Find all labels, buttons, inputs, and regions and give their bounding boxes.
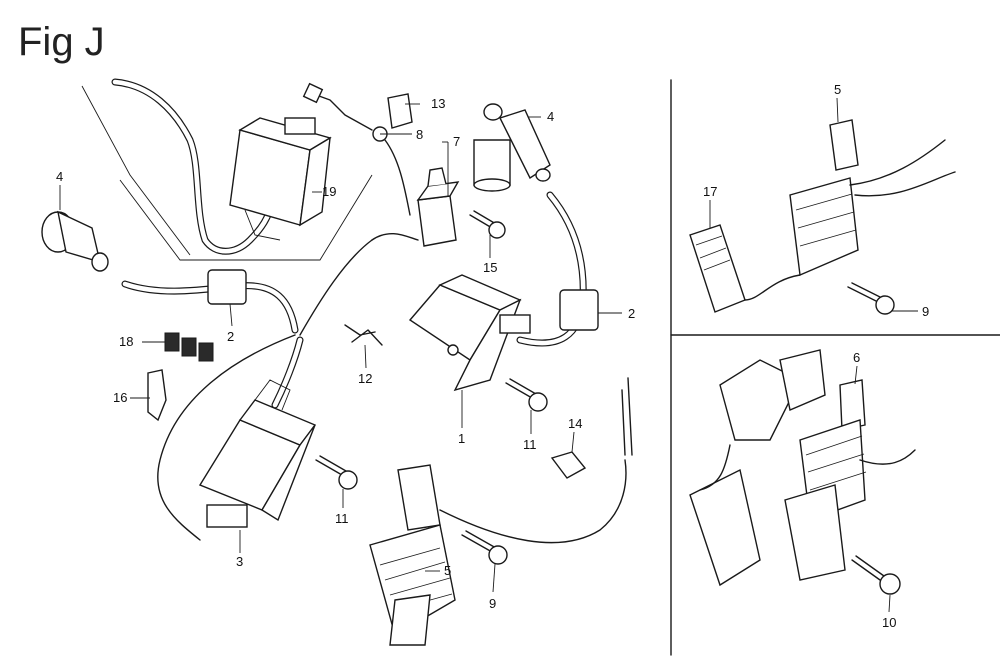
callout-15: 15 (483, 260, 497, 275)
callout-11-lower: 11 (335, 511, 349, 526)
wire-harness (111, 78, 633, 544)
callout-2-left: 2 (227, 329, 234, 344)
callout-3: 3 (236, 554, 243, 569)
ignition-coil-lower (198, 379, 317, 528)
callout-6: 6 (853, 350, 860, 365)
callout-9-inset: 9 (922, 304, 929, 319)
callout-labels: 13 8 7 4 19 4 15 2 2 18 12 16 1 11 14 11… (56, 82, 929, 630)
spark-plug-cap-left (41, 210, 109, 272)
clip-12 (344, 324, 383, 346)
igniter-1 (408, 274, 531, 392)
callout-5-main: 5 (444, 563, 451, 578)
bolt-11-upper (505, 378, 548, 412)
callout-4-top: 4 (547, 109, 554, 124)
clamp-18 (164, 332, 214, 362)
grommet-right (559, 289, 599, 331)
spark-plug-cap-top (473, 103, 551, 192)
callout-7: 7 (453, 134, 460, 149)
inset-exciter-17 (689, 224, 746, 313)
inset-bolt-10 (851, 555, 901, 595)
callout-2-right: 2 (628, 306, 635, 321)
clip-16 (147, 369, 167, 422)
ignition-coil-upper (229, 117, 332, 241)
noise-suppressor-7 (416, 167, 460, 247)
inset-bolt-9 (847, 282, 895, 315)
callout-9-main: 9 (489, 596, 496, 611)
callout-4-left: 4 (56, 169, 63, 184)
terminal-13 (387, 93, 413, 129)
charge-coil-main (369, 464, 456, 646)
callout-10: 10 (882, 615, 896, 630)
bolt-9-main (461, 530, 508, 565)
callout-1: 1 (458, 431, 465, 446)
inset-dual-coil (689, 349, 916, 587)
callout-12: 12 (358, 371, 372, 386)
callout-11-upper: 11 (523, 437, 537, 452)
inset-charge-coil (744, 119, 956, 301)
callout-18: 18 (119, 334, 133, 349)
callout-16: 16 (113, 390, 127, 405)
callout-17: 17 (703, 184, 717, 199)
grommet-left (207, 269, 247, 305)
callout-19: 19 (322, 184, 336, 199)
bolt-15 (469, 210, 506, 239)
figure-title: Fig J (18, 20, 105, 64)
callout-5-inset: 5 (834, 82, 841, 97)
callout-13: 13 (431, 96, 445, 111)
callout-8: 8 (416, 127, 423, 142)
connector-14 (550, 451, 587, 479)
leader-lines (59, 85, 918, 613)
bolt-11-lower (315, 455, 358, 490)
callout-14: 14 (568, 416, 582, 431)
